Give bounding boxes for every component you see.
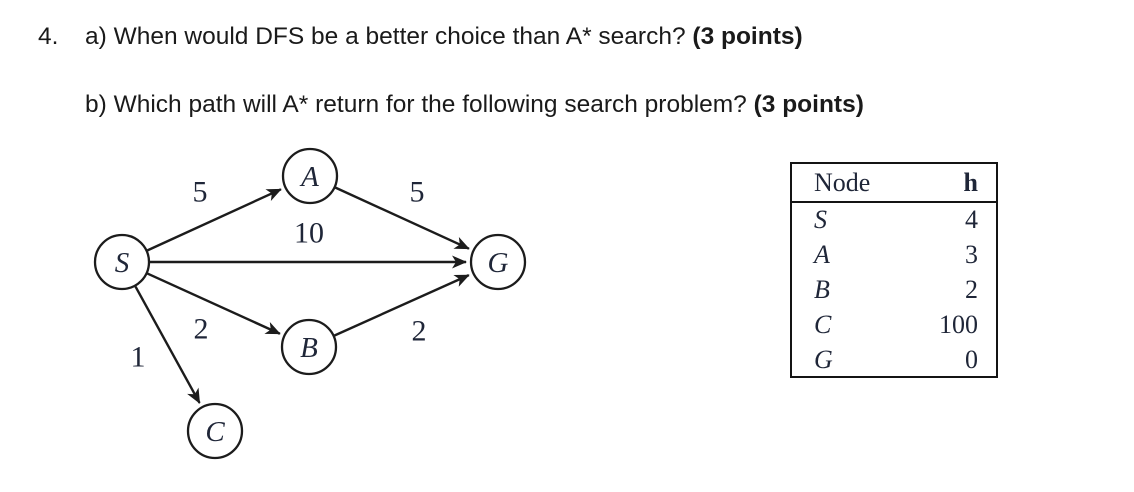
question-part-b: b) Which path will A* return for the fol…	[85, 90, 864, 121]
heuristic-value-cell-G: 0	[965, 344, 978, 374]
heuristic-node-cell-G: G	[814, 344, 833, 374]
heuristic-node-cell-B: B	[814, 274, 830, 304]
heuristic-table-row-C: C 100	[792, 307, 996, 342]
node-circle-B	[280, 318, 338, 376]
node-circle-S	[93, 233, 151, 291]
heuristic-node-cell-A: A	[814, 239, 830, 269]
edge-cost-B-G: 2	[412, 315, 427, 348]
heuristic-table-header-row: Node h	[792, 164, 996, 202]
question-part-b-text: b) Which path will A* return for the fol…	[85, 91, 754, 118]
question-part-b-points: (3 points)	[753, 91, 864, 118]
edge-cost-S-G: 10	[294, 217, 324, 250]
node-label-C: C	[205, 416, 225, 448]
edge-A-G	[334, 186, 470, 250]
edge-S-B	[146, 272, 281, 335]
heuristic-value-cell-A: 3	[965, 239, 978, 269]
question-number: 4.	[38, 23, 59, 50]
heuristic-value-cell-B: 2	[965, 274, 978, 304]
node-label-G: G	[488, 247, 509, 279]
heuristic-node-cell-S: S	[814, 205, 827, 234]
heuristic-table-header-node: Node	[814, 167, 871, 197]
node-circle-C	[186, 402, 244, 460]
edge-cost-A-G: 5	[410, 176, 425, 209]
question-part-a-text: a) When would DFS be a better choice tha…	[85, 23, 693, 50]
question-part-a-points: (3 points)	[692, 23, 803, 50]
edge-S-C	[134, 285, 201, 404]
heuristic-value-cell-C: 100	[939, 309, 978, 339]
heuristic-value-cell-S: 4	[965, 205, 978, 234]
question-part-a: a) When would DFS be a better choice tha…	[85, 22, 803, 53]
edge-cost-S-B: 2	[194, 313, 209, 346]
edge-cost-S-C: 1	[131, 341, 146, 374]
edge-cost-S-A: 5	[193, 176, 208, 209]
node-circle-G	[469, 233, 527, 291]
node-circle-A	[281, 147, 339, 205]
heuristic-node-cell-C: C	[814, 309, 832, 339]
node-label-B: B	[300, 332, 318, 364]
edge-B-G	[334, 274, 470, 337]
edge-S-A	[146, 188, 282, 252]
node-label-S: S	[115, 247, 130, 279]
node-label-A: A	[299, 161, 319, 193]
heuristic-table-header-h: h	[963, 167, 978, 197]
